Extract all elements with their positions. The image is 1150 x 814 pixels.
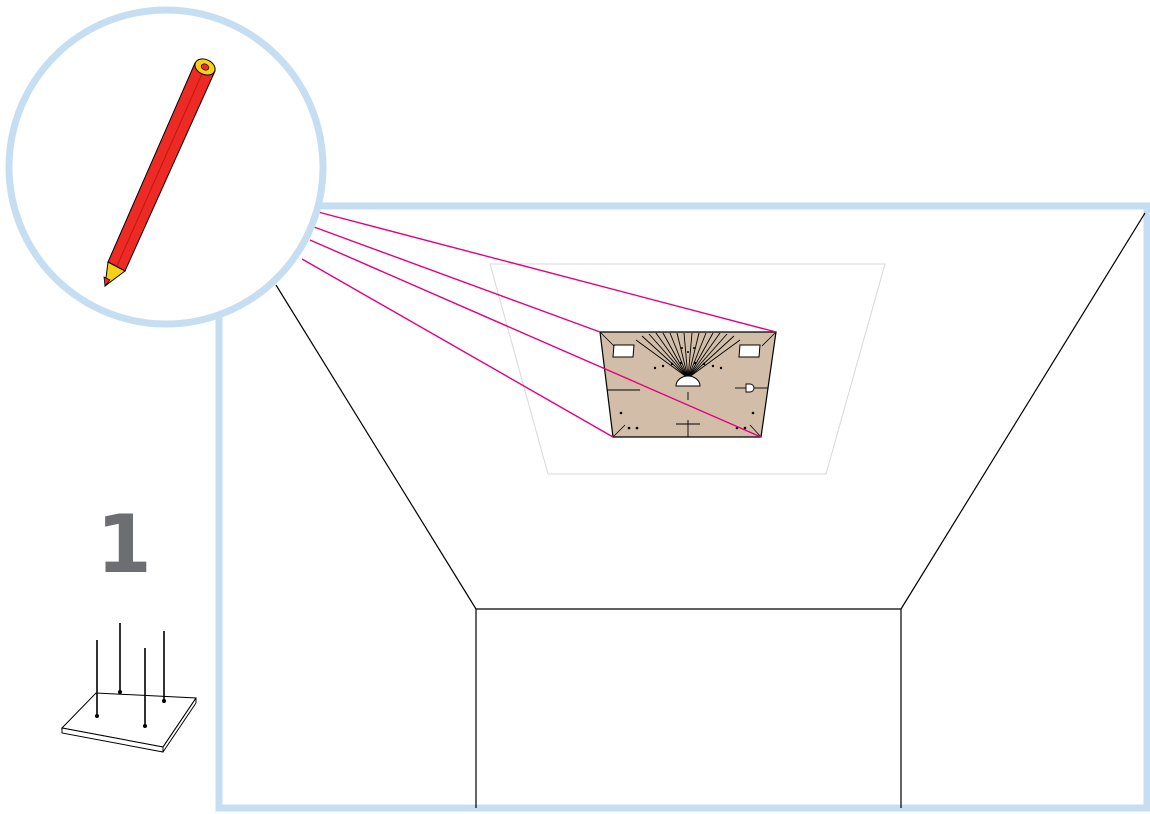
drilling-template xyxy=(599,331,777,438)
template-small-keyhole xyxy=(745,383,755,393)
room-perspective xyxy=(275,212,1146,808)
template-cutout-left xyxy=(612,344,635,358)
template-scale-dots xyxy=(653,347,723,370)
detail-frame xyxy=(215,202,1150,812)
magnifier-callout xyxy=(5,6,327,328)
board-top xyxy=(60,692,197,748)
template-center-arc xyxy=(675,375,701,387)
template-scale-lines xyxy=(635,332,741,379)
step-number: 1 xyxy=(96,498,152,591)
template-crosshairs xyxy=(607,387,768,437)
overview-board-with-rods xyxy=(60,623,197,753)
rods xyxy=(96,623,165,726)
ceiling-panel-outline xyxy=(489,263,886,475)
guide-lines xyxy=(301,211,777,438)
pencil-icon xyxy=(103,58,216,288)
template-cutout-right xyxy=(738,344,761,358)
rod-tips xyxy=(95,690,166,728)
